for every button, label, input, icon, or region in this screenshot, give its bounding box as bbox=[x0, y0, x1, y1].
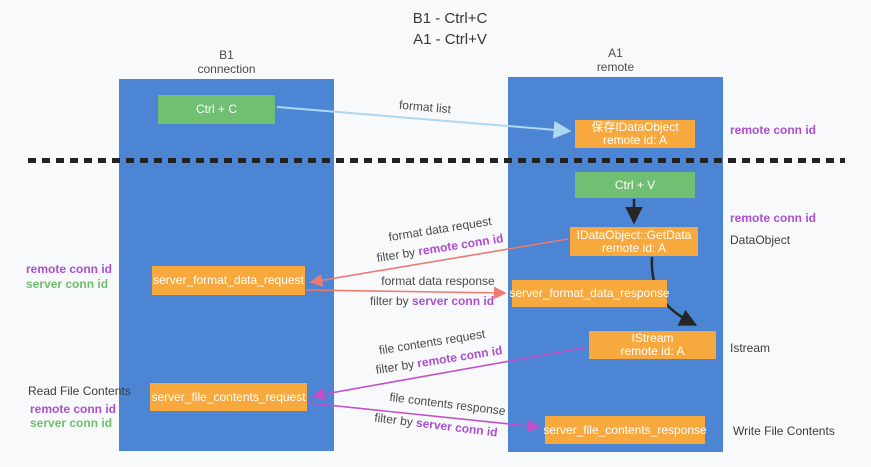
box-server-file-contents-request-label: server_file_contents_request bbox=[151, 389, 306, 404]
box-save-dataobject: 保存IDataObject remote id: A bbox=[575, 120, 695, 148]
box-server-format-data-response: server_format_data_response bbox=[509, 280, 670, 307]
box-server-format-data-request: server_format_data_request bbox=[152, 266, 305, 295]
server-conn-id-text: server conn id bbox=[412, 294, 495, 308]
box-ctrl-c-label: Ctrl + C bbox=[195, 102, 237, 116]
arrow-format-data-response bbox=[305, 286, 507, 300]
box-istream-line1: IStream bbox=[631, 331, 674, 345]
box-save-dataobject-line1: 保存IDataObject bbox=[591, 120, 679, 134]
box-idataobject-getdata-line2: remote id: A bbox=[601, 240, 667, 255]
lifeline-b1-subtitle: connection bbox=[197, 62, 256, 76]
annotation-server-conn-id-left-2: server conn id bbox=[30, 416, 113, 430]
box-server-file-contents-response: server_file_contents_response bbox=[543, 416, 707, 444]
annotation-write-file-contents: Write File Contents bbox=[733, 424, 835, 438]
lifeline-a1-name: A1 bbox=[608, 46, 623, 60]
arrow-file-contents-response bbox=[307, 402, 541, 433]
annotation-remote-conn-id-left-2: remote conn id bbox=[30, 402, 117, 416]
filter-by-text: filter by bbox=[369, 294, 409, 308]
lifeline-header-b1: B1 connection bbox=[119, 48, 334, 76]
box-server-file-contents-request: server_file_contents_request bbox=[150, 383, 307, 411]
annotation-read-file-contents: Read File Contents bbox=[28, 384, 131, 398]
label-filter-by-server-conn-id-1: filter by server conn id bbox=[362, 294, 502, 308]
annotation-istream: Istream bbox=[730, 341, 771, 355]
box-ctrl-v: Ctrl + V bbox=[575, 172, 695, 198]
box-server-format-data-request-label: server_format_data_request bbox=[153, 273, 304, 287]
box-ctrl-c: Ctrl + C bbox=[158, 95, 275, 124]
lifeline-b1-name: B1 bbox=[219, 48, 234, 62]
lifeline-a1-subtitle: remote bbox=[596, 60, 635, 74]
box-ctrl-v-label: Ctrl + V bbox=[614, 177, 656, 192]
box-server-format-data-response-label: server_format_data_response bbox=[509, 286, 670, 300]
annotation-remote-conn-id-left-1: remote conn id bbox=[26, 262, 113, 276]
title-line-ctrl-c: B1 - Ctrl+C bbox=[412, 10, 488, 27]
label-format-data-response: format data response bbox=[381, 274, 495, 288]
box-idataobject-getdata: IDataObject::GetData remote id: A bbox=[570, 227, 698, 256]
annotation-server-conn-id-left-1: server conn id bbox=[26, 277, 109, 291]
annotation-remote-conn-id-getdata: remote conn id bbox=[730, 211, 817, 225]
box-idataobject-getdata-line1: IDataObject::GetData bbox=[576, 227, 692, 242]
arrow-format-list bbox=[276, 106, 572, 139]
box-save-dataobject-line2: remote id: A bbox=[602, 133, 668, 147]
phase-separator-dashed-line bbox=[28, 158, 845, 163]
title-line-ctrl-v: A1 - Ctrl+V bbox=[413, 31, 487, 48]
arrow-file-contents-request bbox=[311, 346, 589, 401]
annotation-remote-conn-id-top: remote conn id bbox=[730, 123, 817, 137]
diagram-title: B1 - Ctrl+C A1 - Ctrl+V bbox=[330, 8, 570, 50]
box-istream: IStream remote id: A bbox=[589, 331, 716, 359]
arrow-format-data-request bbox=[309, 238, 569, 287]
box-server-file-contents-response-label: server_file_contents_response bbox=[543, 422, 707, 437]
lifeline-header-a1: A1 remote bbox=[508, 46, 723, 74]
box-istream-line2: remote id: A bbox=[620, 344, 685, 358]
annotation-dataobject: DataObject bbox=[730, 233, 791, 247]
